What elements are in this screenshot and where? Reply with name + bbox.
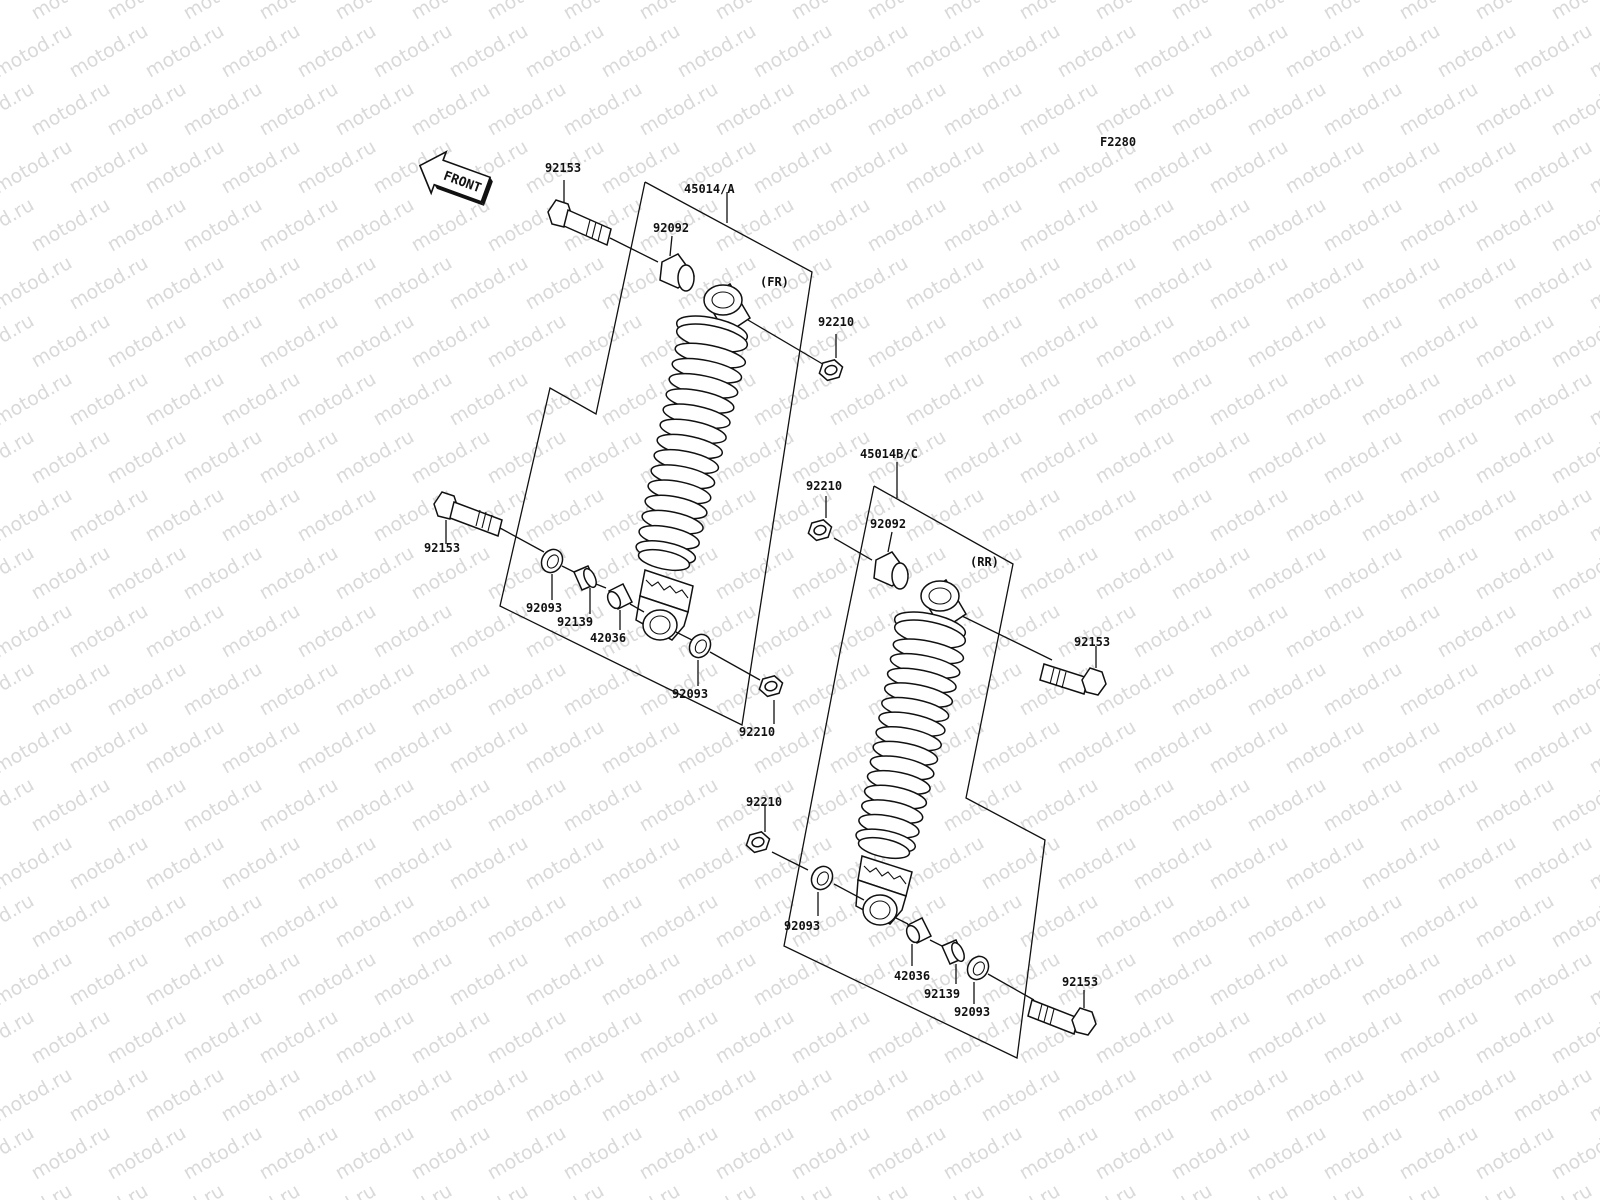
part-number-label: 45014B/C (860, 447, 918, 461)
front-shock-assembly (433, 180, 846, 726)
rear-shock-assembly (743, 462, 1107, 1059)
shock-top-eye (920, 578, 968, 632)
coil-spring-icon (635, 315, 749, 572)
figure-code: F2280 (1100, 135, 1136, 149)
callout-label: 42036 (894, 969, 930, 983)
callout-label: 92139 (924, 987, 960, 1001)
callout-label: 92153 (545, 161, 581, 175)
hex-nut-icon (805, 517, 835, 543)
callout-label: 92210 (746, 795, 782, 809)
callout-label: 92092 (870, 517, 906, 531)
bushing-icon (604, 583, 633, 612)
callout-label: 92139 (557, 615, 593, 629)
callout-label: 92093 (526, 601, 562, 615)
shock-bottom-body (635, 569, 694, 641)
front-arrow-icon: FRONT (418, 150, 493, 206)
bolt-icon (433, 491, 503, 537)
hex-nut-icon (756, 673, 786, 699)
bolt-icon (1027, 998, 1097, 1036)
bushing-icon (903, 917, 932, 946)
callout-label: 92153 (1074, 635, 1110, 649)
bolt-icon (547, 199, 612, 247)
callout-label: 92210 (806, 479, 842, 493)
callout-label: 42036 (590, 631, 626, 645)
collar-icon (873, 551, 910, 590)
callout-label: 92093 (672, 687, 708, 701)
shock-bottom-body (855, 855, 913, 926)
collar-icon (659, 253, 696, 292)
callout-label: 92153 (424, 541, 460, 555)
washer-icon (806, 861, 838, 895)
callout-label: 92210 (818, 315, 854, 329)
hex-nut-icon (816, 357, 846, 383)
callout-label: 92093 (954, 1005, 990, 1019)
washer-icon (684, 629, 716, 663)
callout-label: 92093 (784, 919, 820, 933)
callout-label: 92092 (653, 221, 689, 235)
bolt-icon (1039, 663, 1107, 696)
washer-icon (962, 951, 994, 985)
shock-top-eye (703, 282, 752, 336)
hex-nut-icon (743, 829, 773, 855)
callout-labels: 45014/A (FR) 92153 92092 92210 92153 920… (424, 161, 1110, 1019)
coil-spring-icon (855, 611, 967, 860)
part-number-label: 45014/A (684, 182, 735, 196)
position-label: (RR) (970, 555, 999, 569)
position-label: (FR) (760, 275, 789, 289)
collar-icon (573, 565, 597, 591)
callout-label: 92153 (1062, 975, 1098, 989)
collar-icon (941, 939, 965, 965)
callout-label: 92210 (739, 725, 775, 739)
